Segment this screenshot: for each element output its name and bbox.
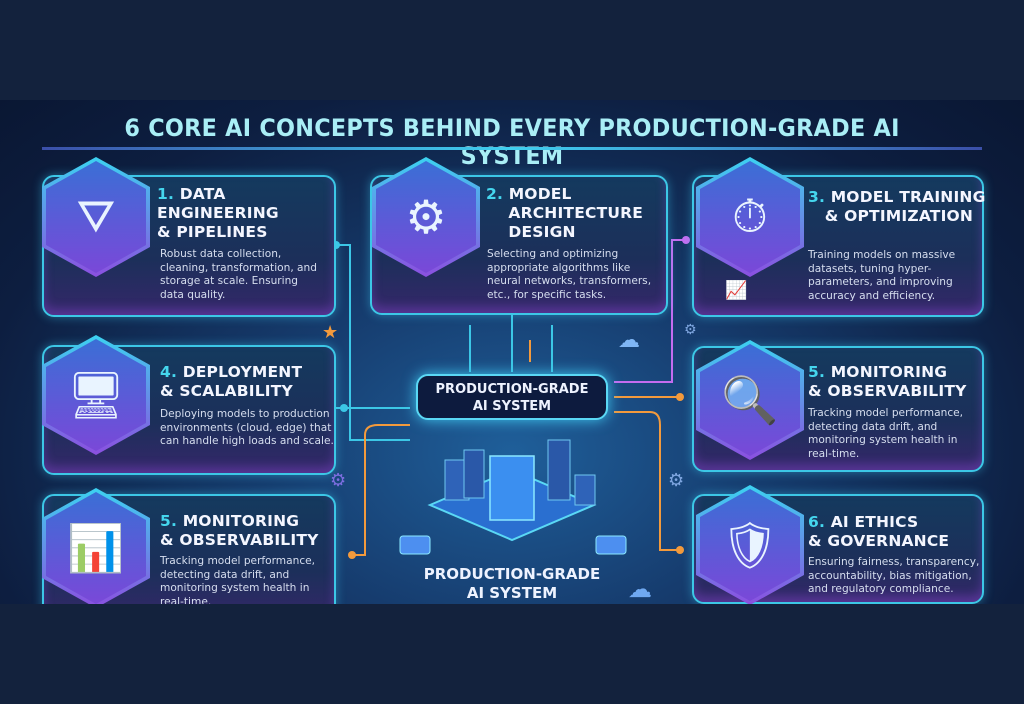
card-description: Robust data collection,cleaning, transfo… <box>160 248 317 301</box>
funnel-database-icon: ⛛ <box>46 161 146 273</box>
magnifier-pie-chart-icon: 📊 <box>46 492 146 604</box>
hex-badge: 🛡 <box>696 485 804 604</box>
brain-gears-icon: ⚙ <box>376 161 476 273</box>
top-letterbox <box>0 0 1024 100</box>
hex-badge: 🔍 <box>696 340 804 460</box>
central-building <box>489 455 535 521</box>
hex-badge: ⚙ <box>372 157 480 277</box>
hex-badge: ⛛ <box>42 157 150 277</box>
star-icon: ★ <box>322 322 339 343</box>
cloud-icon: ☁ <box>628 575 652 603</box>
infographic-title: 6 CORE AI CONCEPTS BEHIND EVERY PRODUCTI… <box>124 114 900 170</box>
connector-lines <box>332 236 690 559</box>
hex-badge: 🖥 <box>42 335 150 455</box>
card-title: 5. MONITORING& OBSERVABILITY <box>160 512 319 549</box>
card-title: 5. MONITORING& OBSERVABILITY <box>808 363 967 400</box>
gear-icon: ⚙ <box>330 470 347 491</box>
card-description: Ensuring fairness, transparency,accounta… <box>808 556 980 595</box>
bottom-letterbox <box>0 604 1024 704</box>
card-title: 6. AI ETHICS& GOVERNANCE <box>808 513 950 550</box>
gear-icon: ⚙ <box>668 470 685 491</box>
shield-people-icon: 🛡 <box>700 489 800 601</box>
growth-chart-icon: 📈 <box>725 280 748 301</box>
stopwatch-dumbbell-icon: ⏱ <box>700 161 800 273</box>
hex-badge: ⏱ <box>696 157 804 277</box>
gear-icon: ⚙ <box>684 322 697 338</box>
card-title: 4. DEPLOYMENT& SCALABILITY <box>160 363 303 400</box>
card-description: Tracking model performance,detecting dat… <box>160 555 316 604</box>
card-title: 3. MODEL TRAINING & OPTIMIZATION <box>808 188 986 225</box>
title-divider <box>42 147 982 150</box>
cloud-icon: ☁ <box>618 328 640 353</box>
infographic: 6 CORE AI CONCEPTS BEHIND EVERY PRODUCTI… <box>0 100 1024 604</box>
magnifier-chart-icon: 🔍 <box>700 344 800 456</box>
monitor-container-icon: 🖥 <box>46 339 146 451</box>
card-title: 2. MODEL ARCHITECTURE DESIGN <box>486 185 644 241</box>
card-description: Tracking model performance,detecting dat… <box>808 407 964 460</box>
